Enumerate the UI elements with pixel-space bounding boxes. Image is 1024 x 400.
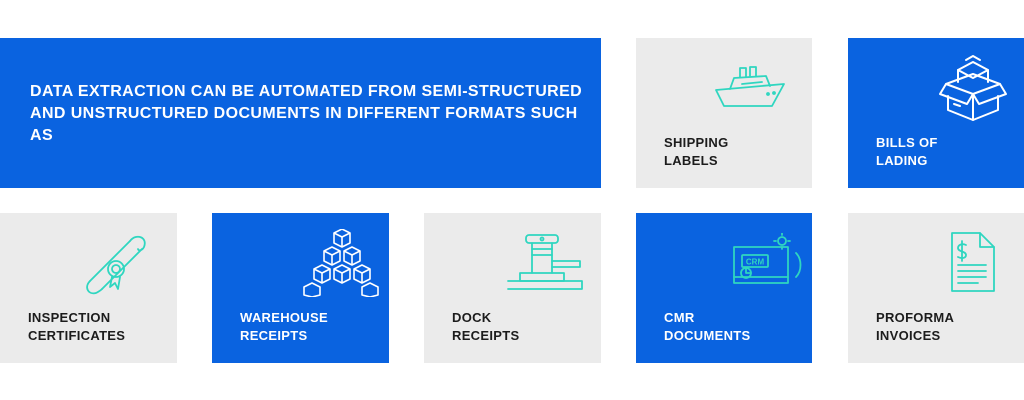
ship-icon	[712, 62, 792, 112]
certificate-scroll-icon	[82, 227, 154, 297]
card-cmr-documents: CRM CMR DOCUMENTS	[636, 213, 812, 363]
card-label: CMR DOCUMENTS	[664, 310, 751, 343]
card-label: PROFORMA INVOICES	[876, 310, 955, 343]
dock-bollard-icon	[504, 231, 586, 293]
card-warehouse-receipts: WAREHOUSE RECEIPTS	[212, 213, 389, 363]
stacked-boxes-icon	[302, 229, 380, 297]
card-proforma-invoices: PROFORMA INVOICES	[848, 213, 1024, 363]
card-label: INSPECTION CERTIFICATES	[28, 310, 126, 343]
card-bills-of-lading: BILLS OF LADING	[848, 38, 1024, 188]
card-dock-receipts: DOCK RECEIPTS	[424, 213, 601, 363]
crm-monitor-icon: CRM	[732, 233, 804, 297]
headline-card: DATA EXTRACTION CAN BE AUTOMATED FROM SE…	[0, 38, 601, 188]
card-label: WAREHOUSE RECEIPTS	[240, 310, 328, 343]
card-inspection-certificates: INSPECTION CERTIFICATES	[0, 213, 177, 363]
crm-text: CRM	[746, 258, 765, 267]
card-shipping-labels: SHIPPING LABELS	[636, 38, 812, 188]
card-label: BILLS OF LADING	[876, 135, 938, 168]
invoice-document-icon	[948, 231, 998, 293]
open-box-icon	[936, 52, 1010, 122]
headline-text: DATA EXTRACTION CAN BE AUTOMATED FROM SE…	[30, 83, 583, 144]
card-label: SHIPPING LABELS	[664, 135, 729, 168]
card-label: DOCK RECEIPTS	[452, 310, 520, 343]
